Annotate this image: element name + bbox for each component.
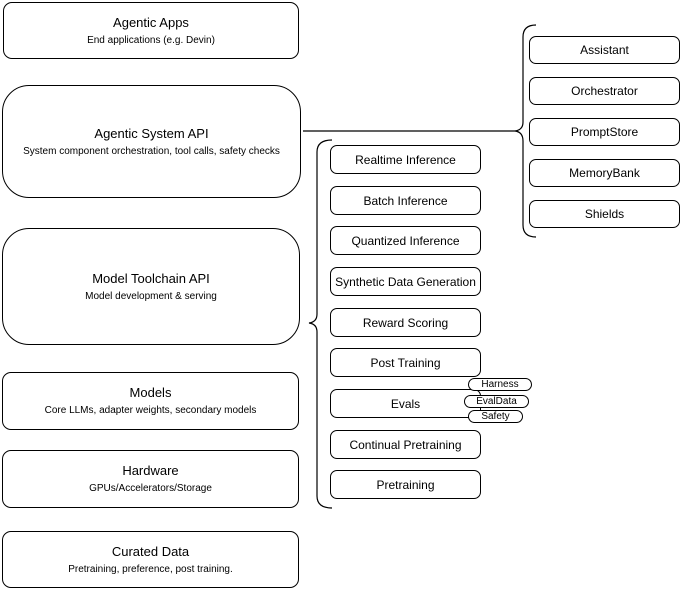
- node-reward-scoring: Reward Scoring: [330, 308, 481, 337]
- node-subtitle: GPUs/Accelerators/Storage: [89, 483, 212, 494]
- node-models: Models Core LLMs, adapter weights, secon…: [2, 372, 299, 430]
- node-continual-pretraining: Continual Pretraining: [330, 430, 481, 459]
- toolchain-bracket: [308, 139, 333, 509]
- node-model-toolchain-api: Model Toolchain API Model development & …: [2, 228, 300, 345]
- node-title: Hardware: [122, 463, 179, 478]
- node-pretraining: Pretraining: [330, 470, 481, 499]
- node-subtitle: Core LLMs, adapter weights, secondary mo…: [44, 405, 257, 416]
- node-memorybank: MemoryBank: [529, 159, 680, 187]
- node-curated-data: Curated Data Pretraining, preference, po…: [2, 531, 299, 588]
- node-orchestrator: Orchestrator: [529, 77, 680, 105]
- node-subtitle: End applications (e.g. Devin): [87, 34, 215, 46]
- node-title: Curated Data: [111, 543, 190, 559]
- node-subtitle: Model development & serving: [85, 290, 217, 302]
- node-subtitle: System component orchestration, tool cal…: [23, 145, 280, 157]
- node-shields: Shields: [529, 200, 680, 228]
- node-subtitle: Pretraining, preference, post training.: [68, 563, 233, 575]
- node-title: Agentic Apps: [113, 14, 189, 30]
- node-title: Model Toolchain API: [92, 270, 210, 286]
- tag-safety: Safety: [468, 410, 523, 423]
- node-promptstore: PromptStore: [529, 118, 680, 146]
- node-batch-inference: Batch Inference: [330, 186, 481, 215]
- node-agentic-apps: Agentic Apps End applications (e.g. Devi…: [3, 2, 299, 59]
- node-agentic-system-api: Agentic System API System component orch…: [2, 85, 301, 198]
- tag-evaldata: EvalData: [464, 395, 529, 408]
- tag-harness: Harness: [468, 378, 532, 391]
- node-title: Models: [129, 385, 172, 400]
- node-hardware: Hardware GPUs/Accelerators/Storage: [2, 450, 299, 508]
- node-quantized-inference: Quantized Inference: [330, 226, 481, 255]
- node-synthetic-data-generation: Synthetic Data Generation: [330, 267, 481, 296]
- node-post-training: Post Training: [330, 348, 481, 377]
- node-title: Agentic System API: [94, 125, 209, 141]
- node-realtime-inference: Realtime Inference: [330, 145, 481, 174]
- node-evals: Evals: [330, 389, 481, 418]
- node-assistant: Assistant: [529, 36, 680, 64]
